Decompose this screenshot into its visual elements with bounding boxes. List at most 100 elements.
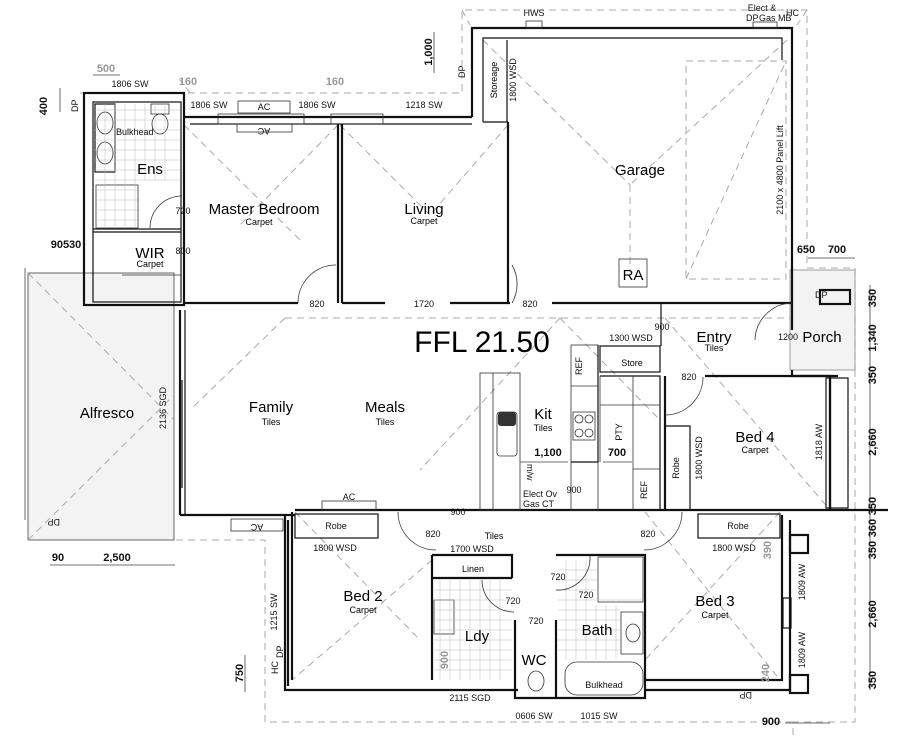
dimension-label: 900	[762, 716, 780, 728]
dimension-label: 350	[867, 366, 879, 384]
ac-label-1: AC	[258, 102, 271, 112]
room-label-store: Store	[621, 358, 643, 368]
hc-label: HC	[786, 8, 799, 18]
grey-dimension-label: 900	[439, 651, 451, 669]
robe-bed-4: Robe	[671, 457, 681, 479]
opening-label: 1720	[414, 299, 434, 309]
finish-bed-2: Carpet	[349, 605, 377, 615]
robe-bed-2: Robe	[325, 521, 347, 531]
dimension-label: 2,660	[867, 428, 879, 456]
opening-label: 800	[175, 246, 190, 256]
mw-label: m/w	[525, 464, 535, 481]
dimension-label: 350	[867, 289, 879, 307]
room-label-ldy: Ldy	[465, 628, 490, 645]
opening-label: 900	[566, 485, 581, 495]
roof-outline	[27, 9, 856, 737]
opening-label: 1800 WSD	[508, 58, 518, 102]
dimension-labels: 500 160 160 1,000 400 90530 650 700 350 …	[38, 38, 879, 728]
opening-label: 820	[681, 372, 696, 382]
room-label-bed-2: Bed 2	[343, 588, 382, 605]
garage-walls	[470, 20, 794, 305]
room-label-linen: Linen	[462, 564, 484, 574]
robe-bed-3: Robe	[727, 521, 749, 531]
finish-bed-3: Carpet	[701, 610, 729, 620]
opening-label: 1818 AW	[814, 423, 824, 460]
opening-label: 1809 AW	[797, 563, 807, 600]
dimension-label: 90	[52, 552, 64, 564]
bedroom-wing-walls	[184, 100, 510, 305]
dimension-label: 350	[867, 541, 879, 559]
dimension-label: 500	[97, 63, 115, 75]
finish-family: Tiles	[262, 417, 281, 427]
dimension-label: 650	[797, 244, 815, 256]
opening-label: 1,100	[534, 447, 562, 459]
finish-living: Carpet	[410, 216, 438, 226]
opening-label: 1806 SW	[298, 100, 336, 110]
opening-label: 1800 WSD	[712, 543, 756, 553]
room-label-entry: Entry	[696, 329, 732, 346]
ac-label-4: AC	[250, 522, 263, 532]
hc-label-bed-2: HC	[270, 661, 280, 674]
grey-dimension-label: 390	[762, 541, 774, 559]
finish-kit: Tiles	[534, 423, 553, 433]
room-label-wir: WIR	[135, 245, 164, 262]
finish-hall: Tiles	[485, 531, 504, 541]
main-living-walls	[178, 288, 888, 532]
opening-label: 900	[450, 507, 465, 517]
ffl-label: FFL 21.50	[414, 326, 550, 359]
dimension-lines	[24, 32, 871, 724]
opening-label: 1806 SW	[111, 79, 149, 89]
opening-label: 820	[640, 529, 655, 539]
opening-label: 1700 WSD	[450, 544, 494, 554]
ensuite-wir-walls	[82, 91, 186, 307]
finish-bed-4: Carpet	[741, 445, 769, 455]
opening-label: 900	[654, 322, 669, 332]
room-label-pty: PTY	[614, 423, 624, 441]
porch-slab	[789, 269, 856, 371]
bulkhead-ens: Bulkhead	[116, 127, 154, 137]
opening-label: 820	[522, 299, 537, 309]
opening-label: 1800 WSD	[313, 543, 357, 553]
opening-label: 820	[425, 529, 440, 539]
room-label-master-bedroom: Master Bedroom	[209, 201, 320, 218]
dimension-label: 1,000	[423, 38, 435, 66]
room-label-wc: WC	[522, 652, 547, 669]
dimension-label: 160	[326, 76, 344, 88]
dimension-label: 350	[867, 497, 879, 515]
dimension-label: 350	[867, 671, 879, 689]
room-label-bath: Bath	[582, 622, 613, 639]
dp-label-garage: DP	[746, 13, 759, 23]
elect-ov-label: Elect Ov	[523, 489, 558, 499]
dp-label-bed-3: DP	[739, 690, 752, 700]
alfresco-slab	[27, 272, 175, 541]
room-label-porch: Porch	[802, 329, 841, 346]
opening-label: 1200	[778, 332, 798, 342]
room-label-ra: RA	[623, 267, 644, 284]
opening-label: 1300 WSD	[609, 333, 653, 343]
room-label-storeage: Storeage	[489, 62, 499, 99]
gas-mb-label: Gas MB	[759, 13, 792, 23]
opening-label: 1218 SW	[405, 100, 443, 110]
opening-label: 720	[578, 590, 593, 600]
hws-label: HWS	[524, 8, 545, 18]
ref-label-1: REF	[574, 356, 584, 375]
room-label-bed-3: Bed 3	[695, 593, 734, 610]
dp-label-alfresco: DP	[47, 517, 60, 527]
gas-ct-label: Gas CT	[523, 499, 555, 509]
finish-master: Carpet	[245, 217, 273, 227]
room-label-living: Living	[404, 201, 443, 218]
dimension-label: 2,500	[103, 552, 131, 564]
opening-label: 720	[550, 572, 565, 582]
opening-label: 1015 SW	[580, 711, 618, 721]
opening-label: 720	[175, 206, 190, 216]
ac-label-3: AC	[257, 126, 270, 136]
bedroom-2-3-wing	[283, 511, 810, 700]
opening-label: 1800 WSD	[694, 436, 704, 480]
dimension-label: 1,340	[867, 324, 879, 352]
room-label-alfresco: Alfresco	[80, 405, 134, 422]
opening-label: 1809 AW	[797, 631, 807, 668]
fixture-labels: Bulkhead Bulkhead REF REF Robe Robe Robe…	[47, 3, 827, 700]
opening-labels: 1806 SW 1806 SW 1806 SW 1218 SW 1800 WSD…	[111, 58, 824, 721]
dimension-label: 160	[179, 76, 197, 88]
grey-dimension-label: 240	[760, 664, 772, 682]
